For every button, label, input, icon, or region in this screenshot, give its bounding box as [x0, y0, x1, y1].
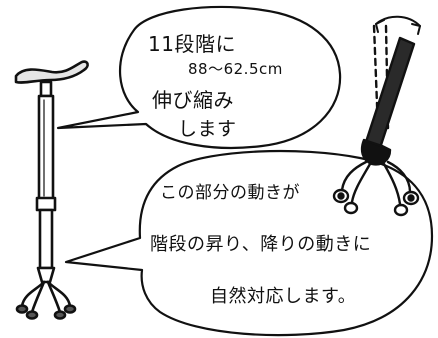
- cane-base-closeup-illustration: [332, 24, 420, 217]
- height-steps-text: 11段階に: [148, 32, 236, 56]
- extend-text: 伸び縮み: [152, 88, 234, 112]
- height-range-text: 88〜62.5cm: [188, 60, 283, 78]
- stairs-text: 階段の昇り、降りの動きに: [150, 234, 372, 255]
- rotation-arrow-icon: [375, 15, 421, 35]
- cane-illustration: [14, 60, 89, 320]
- movement-intro-text: この部分の動きが: [160, 183, 300, 203]
- natural-support-text: 自然対応します。: [210, 286, 357, 307]
- speech-bubble-top: [56, 5, 342, 150]
- extend-suffix-text: します: [178, 118, 237, 140]
